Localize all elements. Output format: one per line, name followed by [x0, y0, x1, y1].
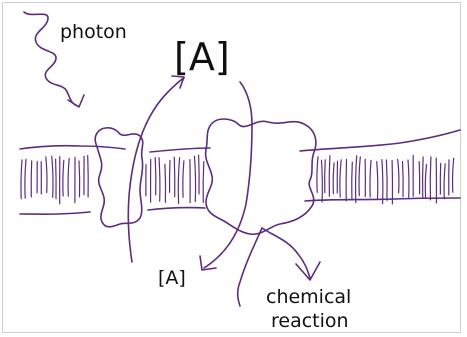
- hatch-line: [397, 158, 400, 194]
- hatch-line: [429, 156, 432, 201]
- hatch-line: [369, 159, 372, 198]
- hatch-line: [451, 157, 455, 193]
- protein-center: [204, 118, 317, 236]
- membrane: [19, 129, 461, 215]
- hatch-line: [20, 159, 23, 200]
- photon-squiggle: [23, 11, 79, 107]
- arrow-to-top-a: [127, 75, 185, 263]
- reaction-arrowhead: [295, 261, 321, 281]
- reaction-curve-left: [236, 227, 263, 307]
- hatch-line: [51, 155, 54, 198]
- arrow-down-curve: [203, 81, 253, 269]
- hatch-line: [320, 159, 323, 203]
- membrane-bottom-edge: [19, 197, 461, 215]
- hatch-line: [358, 156, 361, 197]
- hatch-line: [154, 157, 157, 196]
- arrow-up-curve: [127, 77, 185, 263]
- hatch-line: [328, 155, 331, 197]
- hatch-line: [351, 161, 353, 201]
- protein-left: [94, 127, 144, 228]
- hatch-line: [332, 162, 335, 195]
- hatch-line: [324, 159, 326, 194]
- hatch-line: [78, 160, 81, 198]
- hatch-line: [202, 161, 205, 203]
- hatch-line: [381, 159, 384, 205]
- hatch-line: [424, 164, 428, 199]
- hatch-line: [401, 160, 404, 198]
- arrow-down-head: [199, 255, 217, 271]
- hatch-line: [67, 157, 70, 197]
- photon-arrow: [23, 11, 85, 108]
- top-a-label: [A]: [174, 35, 230, 79]
- hatch-line: [182, 160, 185, 198]
- hatch-line: [87, 154, 89, 198]
- hatch-line: [407, 159, 410, 198]
- hatch-line: [376, 161, 379, 199]
- hatch-line: [24, 158, 27, 199]
- bottom-a-label: [A]: [158, 267, 186, 289]
- hatch-line: [339, 159, 342, 198]
- hatch-line: [316, 156, 319, 193]
- hatch-line: [354, 155, 358, 204]
- arrow-to-bottom-a: [199, 81, 253, 271]
- reaction-label: reaction: [271, 310, 349, 332]
- photon-label: photon: [60, 21, 127, 43]
- hatch-line: [443, 163, 446, 200]
- hatch-line: [164, 163, 167, 203]
- arrow-up-head: [171, 75, 185, 89]
- hatch-line: [385, 159, 388, 201]
- photon-arrowhead: [67, 94, 85, 108]
- hatch-line: [193, 155, 197, 203]
- hatch-line: [177, 157, 181, 205]
- hatch-line: [198, 154, 200, 195]
- hatch-line: [30, 160, 33, 198]
- hatch-line: [62, 159, 65, 197]
- membrane-top-edge: [19, 129, 461, 153]
- hatch-line: [421, 156, 424, 199]
- arrow-to-reaction: [236, 227, 321, 307]
- frame-border: [2, 2, 461, 333]
- hatch-line: [45, 156, 48, 194]
- hatch-line: [158, 157, 161, 202]
- chemical-label: chemical: [266, 286, 351, 308]
- membrane-hatching: [20, 154, 455, 205]
- reaction-curve-right: [261, 227, 311, 279]
